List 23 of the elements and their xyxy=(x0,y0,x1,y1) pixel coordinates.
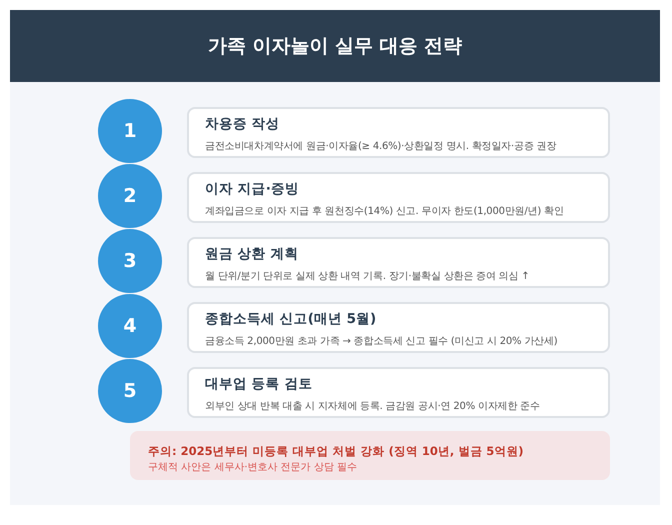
step-number: 5 xyxy=(123,380,137,402)
step-card xyxy=(187,107,610,158)
step-heading: 이자 지급·증빙 xyxy=(205,180,300,198)
step-card xyxy=(187,367,610,418)
step-card xyxy=(187,302,610,353)
step-heading: 차용증 작성 xyxy=(205,115,281,133)
step-heading: 대부업 등록 검토 xyxy=(205,375,314,393)
step-description: 월 단위/분기 단위로 실제 상환 내역 기록. 장기·불확실 상환은 증여 의심 ↑ xyxy=(205,270,530,283)
step-description: 계좌입금으로 이자 지급 후 원천징수(14%) 신고. 무이자 한도(1,000만원/년) 확인 xyxy=(205,205,565,218)
step-description: 금융소득 2,000만원 초과 가족 → 종합소득세 신고 필수 (미신고 시 20% 가산세) xyxy=(205,335,558,348)
step-number: 3 xyxy=(123,250,137,272)
step-number: 2 xyxy=(123,185,137,207)
step-description: 외부인 상대 반복 대출 시 지자체에 등록. 금감원 공시·연 20% 이자제한 준수 xyxy=(205,400,541,413)
step-card xyxy=(187,237,610,288)
step-number: 4 xyxy=(123,315,137,337)
step-description: 금전소비대차계약서에 원금·이자율(≥ 4.6%)·상환일정 명시. 확정일자·공증 권장 xyxy=(205,140,558,153)
step-card xyxy=(187,172,610,223)
warning-note: 구체적 사안은 세무사·변호사 전문가 상담 필수 xyxy=(148,461,358,474)
step-heading: 원금 상환 계획 xyxy=(205,245,300,263)
title: 가족 이자놀이 실무 대응 전략 xyxy=(208,34,462,59)
step-heading: 종합소득세 신고(매년 5월) xyxy=(205,310,378,328)
step-number: 1 xyxy=(123,120,137,142)
warning-heading: 주의: 2025년부터 미등록 대부업 처벌 강화 (징역 10년, 벌금 5억원) xyxy=(148,444,525,459)
